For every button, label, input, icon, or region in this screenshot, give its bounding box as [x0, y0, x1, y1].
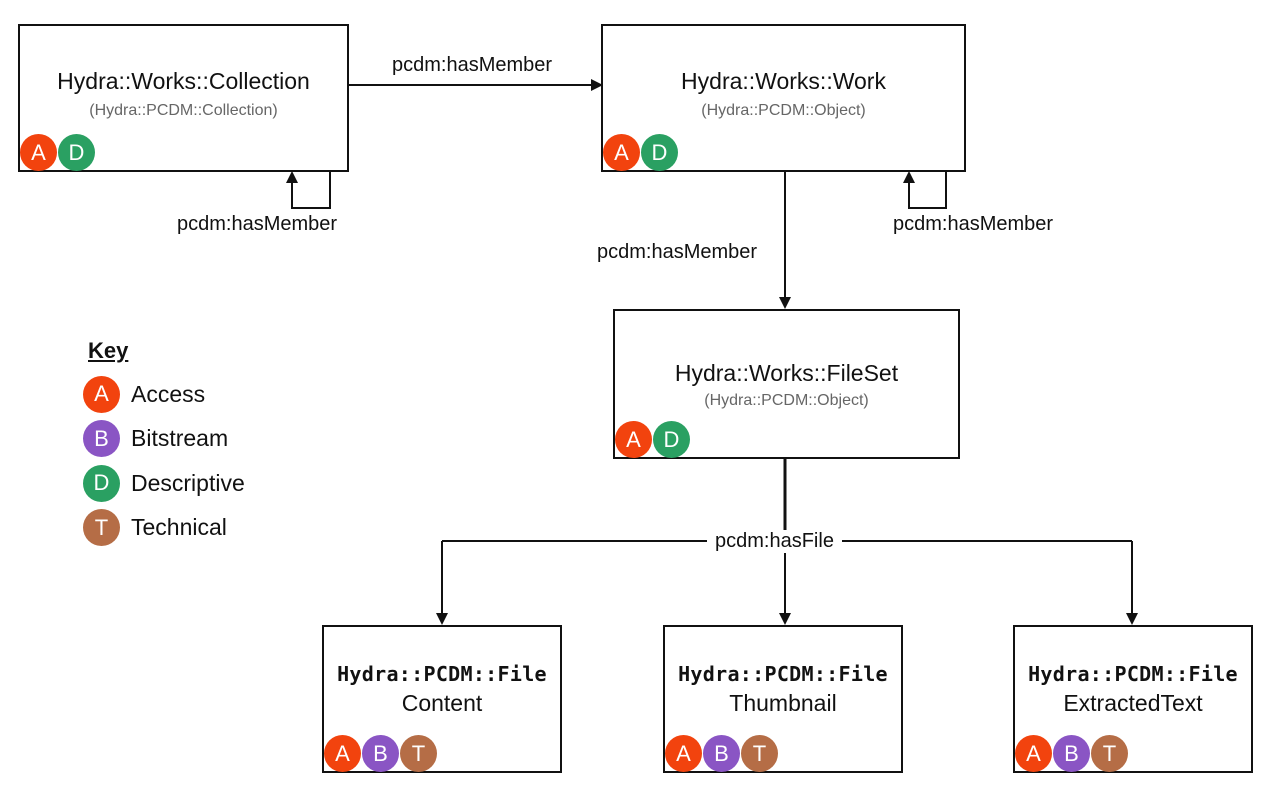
- node-work-badges: A D: [603, 134, 679, 171]
- edge-label-collection-to-work: pcdm:hasMember: [388, 54, 557, 77]
- edge-label-work-self: pcdm:hasMember: [889, 213, 1058, 236]
- badge-access: A: [324, 735, 361, 772]
- edge-label-collection-self: pcdm:hasMember: [173, 213, 342, 236]
- badge-bitstream: B: [703, 735, 740, 772]
- node-file-thumbnail-subtitle: Thumbnail: [729, 690, 837, 716]
- legend-label: Technical: [131, 514, 227, 541]
- node-collection-badges: A D: [20, 134, 96, 171]
- badge-access: A: [20, 134, 57, 171]
- node-fileset-badges: A D: [615, 421, 691, 458]
- badge-bitstream: B: [83, 420, 120, 458]
- legend-item-descriptive: D Descriptive: [83, 461, 245, 506]
- badge-technical: T: [400, 735, 437, 772]
- legend-label: Bitstream: [131, 425, 229, 452]
- legend-label: Descriptive: [131, 469, 245, 496]
- badge-access: A: [603, 134, 640, 171]
- badge-technical: T: [83, 509, 120, 547]
- node-file-content-title: Hydra::PCDM::File: [337, 662, 547, 686]
- badge-technical: T: [741, 735, 778, 772]
- badge-descriptive: D: [58, 134, 95, 171]
- legend-item-bitstream: B Bitstream: [83, 417, 245, 462]
- badge-descriptive: D: [653, 421, 690, 458]
- node-work-title: Hydra::Works::Work: [681, 68, 886, 94]
- node-collection: Hydra::Works::Collection (Hydra::PCDM::C…: [18, 24, 349, 172]
- node-file-extracted-badges: A B T: [1015, 735, 1129, 772]
- node-collection-subtitle: (Hydra::PCDM::Collection): [89, 102, 278, 119]
- node-file-content: Hydra::PCDM::File Content A B T: [322, 625, 562, 773]
- node-file-extracted-title: Hydra::PCDM::File: [1028, 662, 1238, 686]
- edge-label-work-to-fileset: pcdm:hasMember: [593, 241, 762, 264]
- badge-access: A: [83, 375, 120, 413]
- legend-label: Access: [131, 380, 206, 407]
- legend-title: Key: [88, 338, 129, 363]
- badge-descriptive: D: [641, 134, 678, 171]
- node-fileset-subtitle: (Hydra::PCDM::Object): [704, 392, 869, 409]
- edge-collection-self: [286, 171, 331, 209]
- node-file-thumbnail-badges: A B T: [665, 735, 779, 772]
- badge-access: A: [665, 735, 702, 772]
- edge-label-fileset-to-files: pcdm:hasFile: [707, 530, 842, 553]
- node-file-extracted: Hydra::PCDM::File ExtractedText A B T: [1013, 625, 1253, 773]
- badge-bitstream: B: [362, 735, 399, 772]
- node-fileset: Hydra::Works::FileSet (Hydra::PCDM::Obje…: [613, 309, 960, 459]
- legend: Key A Access B Bitstream D Descriptive T…: [83, 338, 245, 550]
- node-file-thumbnail-title: Hydra::PCDM::File: [678, 662, 888, 686]
- node-file-content-badges: A B T: [324, 735, 438, 772]
- node-fileset-title: Hydra::Works::FileSet: [674, 360, 899, 386]
- edge-work-self: [903, 171, 947, 209]
- legend-item-technical: T Technical: [83, 506, 245, 551]
- node-file-thumbnail: Hydra::PCDM::File Thumbnail A B T: [663, 625, 903, 773]
- legend-item-access: A Access: [83, 372, 245, 417]
- badge-technical: T: [1091, 735, 1128, 772]
- node-file-extracted-subtitle: ExtractedText: [1063, 690, 1203, 716]
- node-work: Hydra::Works::Work (Hydra::PCDM::Object)…: [601, 24, 966, 172]
- badge-bitstream: B: [1053, 735, 1090, 772]
- node-work-subtitle: (Hydra::PCDM::Object): [701, 102, 866, 119]
- badge-access: A: [1015, 735, 1052, 772]
- node-collection-title: Hydra::Works::Collection: [57, 68, 310, 94]
- node-file-content-subtitle: Content: [401, 690, 483, 716]
- badge-access: A: [615, 421, 652, 458]
- badge-descriptive: D: [83, 464, 120, 502]
